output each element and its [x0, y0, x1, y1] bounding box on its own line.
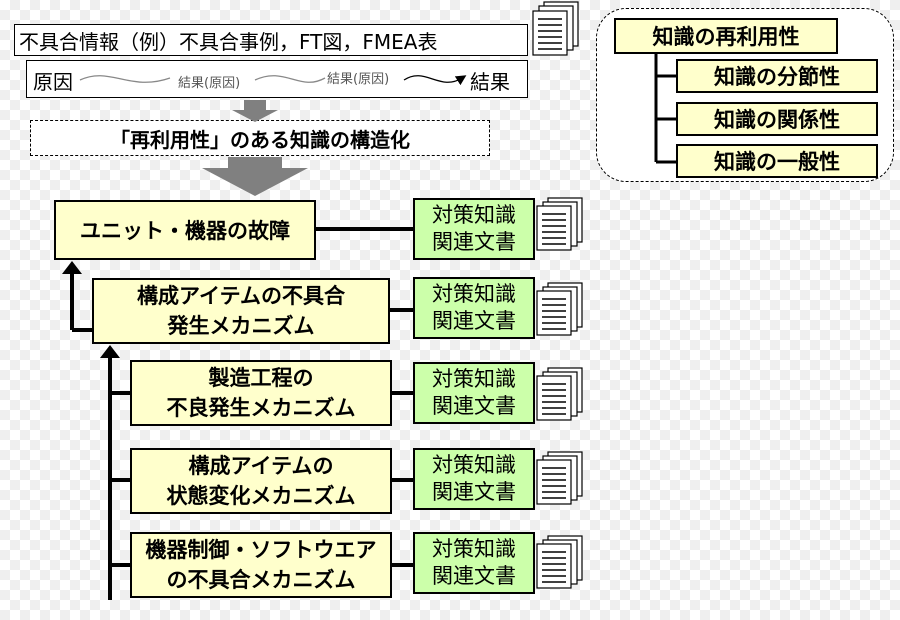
reuse-item-generality: 知識の一般性	[676, 144, 878, 178]
doc-line1: 対策知識	[432, 203, 516, 227]
doc-line2: 関連文書	[432, 480, 516, 504]
structuring-label: 「再利用性」のある知識の構造化	[110, 127, 410, 152]
reuse-item-label: 知識の一般性	[714, 150, 840, 174]
hierarchy-line2: 不良発生メカニズム	[166, 396, 356, 420]
doc-box-1: 対策知識 関連文書	[413, 198, 535, 260]
document-stack-icon	[536, 451, 583, 505]
hierarchy-line2: 状態変化メカニズム	[166, 484, 356, 508]
result-cause-label-2: 結果(原因)	[327, 72, 390, 87]
doc-box-5: 対策知識 関連文書	[413, 532, 535, 594]
cause-label: 原因	[33, 70, 73, 94]
gray-down-arrow-large	[202, 157, 308, 196]
doc-box-2: 対策知識 関連文書	[413, 277, 535, 339]
doc-line1: 対策知識	[432, 367, 516, 391]
hierarchy-box-manufacturing: 製造工程の 不良発生メカニズム	[130, 360, 392, 426]
doc-line2: 関連文書	[432, 394, 516, 418]
hierarchy-line1: 構成アイテムの不具合	[137, 284, 345, 308]
hierarchy-box-state-change: 構成アイテムの 状態変化メカニズム	[130, 448, 392, 514]
doc-line2: 関連文書	[432, 230, 516, 254]
doc-line2: 関連文書	[432, 564, 516, 588]
document-stack-icon	[536, 197, 583, 251]
document-stack-icon	[532, 1, 579, 56]
hierarchy-line1: 構成アイテムの	[188, 454, 334, 478]
hierarchy-arrow-up-2	[100, 345, 130, 600]
source-info-text: 不具合情報（例）不具合事例，FT図，FMEA表	[19, 29, 438, 54]
hierarchy-line1: ユニット・機器の故障	[80, 219, 290, 243]
hierarchy-line2: 発生メカニズム	[167, 314, 315, 338]
result-label: 結果	[470, 70, 510, 94]
hierarchy-box-item-defect: 構成アイテムの不具合 発生メカニズム	[92, 278, 390, 344]
reuse-title: 知識の再利用性	[614, 18, 838, 54]
hierarchy-line1: 機器制御・ソフトウエア	[145, 538, 377, 562]
document-stack-icon	[536, 535, 583, 589]
doc-line2: 関連文書	[432, 309, 516, 333]
doc-line1: 対策知識	[432, 453, 516, 477]
reuse-title-label: 知識の再利用性	[652, 25, 800, 49]
hierarchy-arrow-up-1	[62, 261, 92, 332]
hierarchy-box-control-software: 機器制御・ソフトウエア の不具合メカニズム	[130, 532, 392, 598]
doc-box-3: 対策知識 関連文書	[413, 362, 535, 424]
document-stack-icon	[536, 282, 583, 336]
hierarchy-line2: の不具合メカニズム	[166, 568, 356, 592]
gray-down-arrow	[232, 100, 278, 122]
reuse-item-label: 知識の関係性	[714, 108, 840, 132]
source-info-title: 不具合情報（例）不具合事例，FT図，FMEA表	[14, 24, 528, 56]
hierarchy-line1: 製造工程の	[208, 366, 314, 390]
reuse-item-segmentation: 知識の分節性	[676, 59, 878, 93]
causal-chain-box	[26, 60, 528, 98]
document-stack-icon	[536, 367, 583, 421]
doc-line1: 対策知識	[432, 282, 516, 306]
reuse-item-label: 知識の分節性	[714, 65, 840, 89]
structuring-box: 「再利用性」のある知識の構造化	[30, 120, 490, 156]
hierarchy-box-unit-failure: ユニット・機器の故障	[54, 200, 316, 260]
doc-box-4: 対策知識 関連文書	[413, 448, 535, 510]
doc-line1: 対策知識	[432, 537, 516, 561]
reuse-item-relation: 知識の関係性	[676, 102, 878, 136]
result-cause-label-1: 結果(原因)	[178, 76, 241, 91]
